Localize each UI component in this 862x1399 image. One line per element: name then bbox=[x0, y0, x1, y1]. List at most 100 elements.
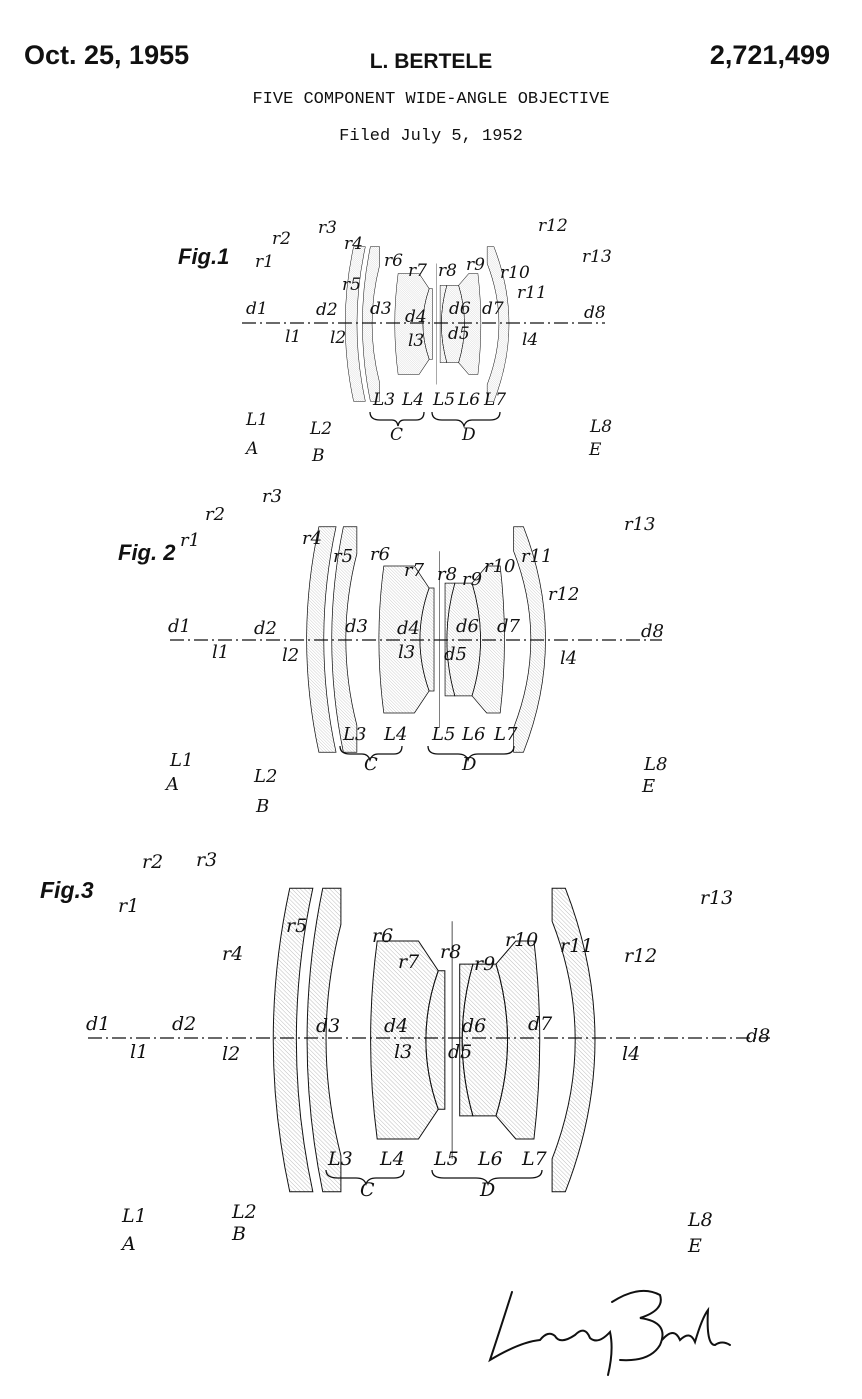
label-D: D bbox=[461, 425, 476, 445]
label-L4: L4 bbox=[401, 390, 424, 410]
label-r4: r4 bbox=[344, 234, 363, 254]
label-L1: L1 bbox=[245, 410, 268, 430]
label-r12-fig2: r12 bbox=[548, 584, 580, 605]
label-r1: r1 bbox=[255, 252, 274, 272]
label-L1-fig3: L1 bbox=[121, 1205, 147, 1227]
label-r7: r7 bbox=[408, 261, 427, 281]
label-l2-fig3: l2 bbox=[222, 1043, 240, 1065]
label-d4-fig3: d4 bbox=[384, 1015, 408, 1037]
label-L2: L2 bbox=[309, 419, 332, 439]
label-r1-fig2: r1 bbox=[180, 530, 200, 551]
label-d4-fig2: d4 bbox=[397, 618, 420, 639]
label-d5: d5 bbox=[448, 324, 470, 344]
patent-title: FIVE COMPONENT WIDE-ANGLE OBJECTIVE bbox=[252, 90, 610, 109]
label-d2-fig2: d2 bbox=[254, 618, 277, 639]
label-r2: r2 bbox=[272, 229, 291, 249]
label-d1-fig3: d1 bbox=[86, 1013, 110, 1035]
label-L3-fig2: L3 bbox=[342, 724, 366, 745]
label-r6-fig2: r6 bbox=[370, 544, 390, 565]
label-C: C bbox=[390, 425, 403, 445]
label-E-fig2: E bbox=[641, 776, 655, 797]
label-l3: l3 bbox=[408, 331, 424, 351]
label-r13-fig3: r13 bbox=[700, 887, 733, 909]
label-B-fig3: B bbox=[231, 1223, 246, 1245]
label-r11-fig2: r11 bbox=[521, 546, 553, 567]
label-l1-fig2: l1 bbox=[212, 642, 229, 663]
label-l3-fig2: l3 bbox=[398, 642, 415, 663]
label-r5-fig2: r5 bbox=[333, 546, 353, 567]
label-L4-fig2: L4 bbox=[383, 724, 407, 745]
label-D-fig2: D bbox=[461, 754, 477, 775]
label-E-fig3: E bbox=[687, 1235, 702, 1257]
label-d8: d8 bbox=[584, 303, 606, 323]
label-r7-fig2: r7 bbox=[404, 560, 425, 581]
label-r10-fig2: r10 bbox=[484, 556, 516, 577]
label-C-fig2: C bbox=[364, 754, 378, 775]
label-d7-fig2: d7 bbox=[497, 616, 521, 637]
label-d7-fig3: d7 bbox=[528, 1013, 553, 1035]
label-d6-fig2: d6 bbox=[456, 616, 479, 637]
label-d6: d6 bbox=[449, 299, 471, 319]
label-r7-fig3: r7 bbox=[398, 951, 420, 973]
label-L8-fig2: L8 bbox=[643, 754, 667, 775]
label-d7: d7 bbox=[482, 299, 504, 319]
label-d8-fig3: d8 bbox=[746, 1025, 770, 1047]
label-l1-fig3: l1 bbox=[130, 1041, 148, 1063]
figure-2: Fig. 2 r1 r2 r3 r4 r5 r6 r7 r8 r9 r10 r1… bbox=[118, 486, 667, 817]
label-L6-fig3: L6 bbox=[477, 1148, 503, 1170]
label-L2-fig3: L2 bbox=[231, 1201, 257, 1223]
label-B: B bbox=[311, 446, 325, 466]
label-r4-fig2: r4 bbox=[302, 528, 322, 549]
label-l3-fig3: l3 bbox=[394, 1041, 412, 1063]
label-l1: l1 bbox=[285, 327, 301, 347]
label-d2-fig3: d2 bbox=[172, 1013, 196, 1035]
label-L7-fig3: L7 bbox=[521, 1148, 548, 1170]
label-r11-fig3: r11 bbox=[560, 935, 593, 957]
label-A: A bbox=[244, 439, 258, 459]
label-d2: d2 bbox=[316, 300, 338, 320]
label-r12: r12 bbox=[538, 216, 568, 236]
label-d6-fig3: d6 bbox=[462, 1015, 486, 1037]
label-r6: r6 bbox=[384, 251, 403, 271]
label-d1: d1 bbox=[246, 299, 268, 319]
label-r1-fig3: r1 bbox=[118, 895, 139, 917]
label-L5: L5 bbox=[432, 390, 455, 410]
label-r13-fig2: r13 bbox=[624, 514, 656, 535]
label-r6-fig3: r6 bbox=[372, 925, 393, 947]
label-r11: r11 bbox=[517, 283, 547, 303]
patent-date: Oct. 25, 1955 bbox=[24, 40, 190, 70]
label-d1-fig2: d1 bbox=[168, 616, 191, 637]
label-L6-fig2: L6 bbox=[461, 724, 485, 745]
label-L6: L6 bbox=[457, 390, 480, 410]
label-l2-fig2: l2 bbox=[282, 645, 299, 666]
label-r3-fig3: r3 bbox=[196, 849, 217, 871]
figure-3-label: Fig.3 bbox=[40, 877, 94, 903]
label-A-fig2: A bbox=[164, 774, 179, 795]
label-l4-fig2: l4 bbox=[560, 648, 577, 669]
label-r9: r9 bbox=[466, 255, 485, 275]
label-l4-fig3: l4 bbox=[622, 1043, 640, 1065]
label-r10-fig3: r10 bbox=[505, 929, 538, 951]
figure-3: Fig.3 r1 r2 r3 r4 r5 r6 r7 r8 r9 r10 r11… bbox=[40, 849, 770, 1257]
label-d3: d3 bbox=[370, 299, 392, 319]
label-l4: l4 bbox=[522, 330, 538, 350]
label-r8-fig2: r8 bbox=[437, 564, 457, 585]
label-L5-fig2: L5 bbox=[431, 724, 455, 745]
label-d8-fig2: d8 bbox=[641, 621, 664, 642]
label-L8-fig3: L8 bbox=[687, 1209, 713, 1231]
label-d3-fig3: d3 bbox=[316, 1015, 340, 1037]
label-r4-fig3: r4 bbox=[222, 943, 243, 965]
label-r3-fig2: r3 bbox=[262, 486, 282, 507]
label-r13: r13 bbox=[582, 247, 612, 267]
label-r9-fig3: r9 bbox=[474, 953, 495, 975]
label-D-fig3: D bbox=[479, 1179, 495, 1201]
label-L1-fig2: L1 bbox=[169, 750, 193, 771]
label-L5-fig3: L5 bbox=[433, 1148, 459, 1170]
label-r8-fig3: r8 bbox=[440, 941, 461, 963]
figure-1-label: Fig.1 bbox=[178, 244, 229, 269]
filing-date: Filed July 5, 1952 bbox=[339, 127, 523, 146]
label-L2-fig2: L2 bbox=[253, 766, 277, 787]
label-L4-fig3: L4 bbox=[379, 1148, 405, 1170]
label-r9-fig2: r9 bbox=[462, 569, 482, 590]
